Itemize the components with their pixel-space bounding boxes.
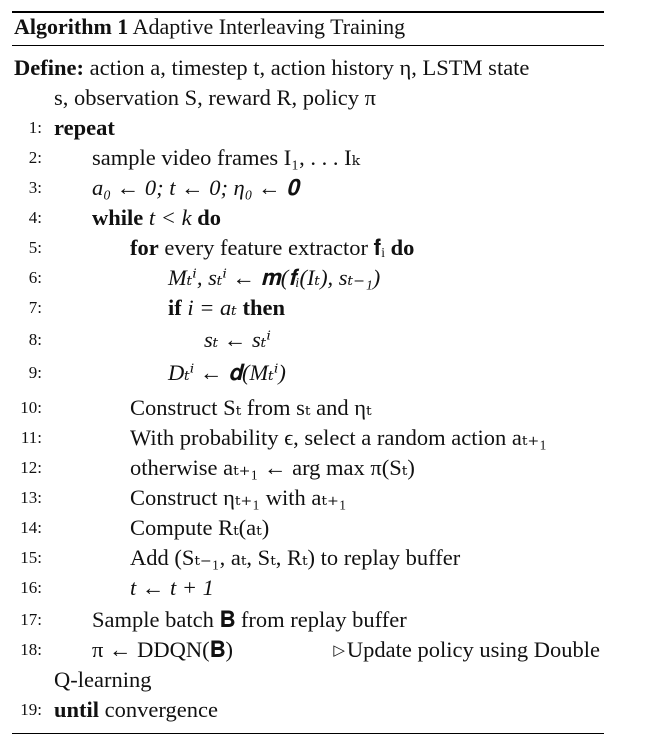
line-text: t ← t + 1 <box>130 575 214 600</box>
define-text-1: action a, timestep t, action history η, … <box>89 55 530 80</box>
top-rule <box>12 11 604 13</box>
algo-line-15: 15: Add (Sₜ₋₁, aₜ, Sₜ, Rₜ) to replay buf… <box>14 543 604 573</box>
algo-line-4: 4: while t < k do <box>14 203 604 233</box>
algo-line-9: 9: Dₜⁱ ← 𝐝(Mₜⁱ) <box>14 358 604 388</box>
line-number: 15: <box>20 548 42 567</box>
define-line-2: s, observation S, reward R, policy π <box>14 83 604 113</box>
algo-line-3: 3: a₀ ← 0; t ← 0; η₀ ← 𝟎 <box>14 173 604 203</box>
line-text: i = aₜ <box>187 295 237 320</box>
if-keyword: if <box>168 295 182 320</box>
algo-line-12: 12: otherwise aₜ₊₁ ← arg max π(Sₜ) <box>14 453 604 483</box>
algo-line-7: 7: if i = aₜ then <box>14 293 604 323</box>
line-text: every feature extractor 𝐟ᵢ <box>164 235 385 260</box>
algorithm-label: Algorithm 1 <box>14 14 129 39</box>
while-keyword: while <box>92 205 144 230</box>
line-number: 13: <box>20 488 42 507</box>
line-text: Construct ηₜ₊₁ with aₜ₊₁ <box>130 485 347 510</box>
line-number: 16: <box>20 578 42 597</box>
algo-line-17: 17: Sample batch 𝐁 from replay buffer <box>14 605 604 635</box>
line-text: Add (Sₜ₋₁, aₜ, Sₜ, Rₜ) to replay buffer <box>130 545 461 570</box>
algorithm-name: Adaptive Interleaving Training <box>132 14 406 39</box>
line-number: 6: <box>28 268 42 287</box>
do-keyword: do <box>390 235 415 260</box>
algo-line-11: 11: With probability ϵ, select a random … <box>14 423 604 453</box>
line-text: Construct Sₜ from sₜ and ηₜ <box>130 395 372 420</box>
line-text: π ← DDQN(𝐁) <box>92 637 233 662</box>
algo-line-13: 13: Construct ηₜ₊₁ with aₜ₊₁ <box>14 483 604 513</box>
line-number: 3: <box>28 178 42 197</box>
line-number: 7: <box>28 298 42 317</box>
line-text: With probability ϵ, select a random acti… <box>130 425 548 450</box>
line-text: t < k <box>148 205 192 230</box>
line-text: Compute Rₜ(aₜ) <box>130 515 270 540</box>
line-text: a₀ ← 0; t ← 0; η₀ ← 𝟎 <box>92 175 299 200</box>
define-keyword: Define: <box>14 55 84 80</box>
line-number: 5: <box>28 238 42 257</box>
line-number: 10: <box>20 398 42 417</box>
line-number: 19: <box>20 700 42 719</box>
define-text-2: s, observation S, reward R, policy π <box>54 85 376 110</box>
for-keyword: for <box>130 235 159 260</box>
line-18-comment: ▷Update policy using Double <box>333 635 600 666</box>
comment-text: Update policy using Double <box>346 637 600 662</box>
line-text: sₜ ← sₜⁱ <box>204 327 271 352</box>
line-number: 8: <box>28 330 42 349</box>
title-rule <box>12 45 604 46</box>
algo-line-8: 8: sₜ ← sₜⁱ <box>14 325 604 355</box>
line-number: 9: <box>28 363 42 382</box>
until-keyword: until <box>54 697 100 722</box>
algo-line-1: 1: repeat <box>14 113 604 143</box>
line-number: 2: <box>28 148 42 167</box>
define-line-1: Define: action a, timestep t, action his… <box>14 53 604 83</box>
line-text: Mₜⁱ, sₜⁱ ← 𝐦(𝐟ᵢ(Iₜ), sₜ₋₁) <box>168 265 381 290</box>
line-number: 17: <box>20 610 42 629</box>
algo-line-16: 16: t ← t + 1 <box>14 573 604 603</box>
line-text: Dₜⁱ ← 𝐝(Mₜⁱ) <box>168 360 286 385</box>
line-text: otherwise aₜ₊₁ ← arg max π(Sₜ) <box>130 455 415 480</box>
triangle-right-icon: ▷ <box>333 643 345 659</box>
line-number: 11: <box>20 428 42 447</box>
then-keyword: then <box>242 295 285 320</box>
algo-line-18-continuation: Q-learning <box>14 665 604 695</box>
algo-line-10: 10: Construct Sₜ from sₜ and ηₜ <box>14 393 604 423</box>
line-text: Sample batch 𝐁 from replay buffer <box>92 607 407 632</box>
algo-line-5: 5: for every feature extractor 𝐟ᵢ do <box>14 233 604 263</box>
algo-line-2: 2: sample video frames I₁, . . . Iₖ <box>14 143 604 173</box>
repeat-keyword: repeat <box>54 115 115 140</box>
line-text: convergence <box>104 697 218 722</box>
algo-line-19: 19: until convergence <box>14 695 604 725</box>
comment-continuation: Q-learning <box>54 667 152 692</box>
line-number: 1: <box>28 118 42 137</box>
line-number: 18: <box>20 640 42 659</box>
algo-line-18: 18: π ← DDQN(𝐁) ▷Update policy using Dou… <box>14 635 604 665</box>
do-keyword: do <box>197 205 221 230</box>
line-number: 4: <box>28 208 42 227</box>
line-number: 12: <box>20 458 42 477</box>
line-text: sample video frames I₁, . . . Iₖ <box>92 145 360 170</box>
algo-line-6: 6: Mₜⁱ, sₜⁱ ← 𝐦(𝐟ᵢ(Iₜ), sₜ₋₁) <box>14 263 604 293</box>
bottom-rule <box>12 733 604 734</box>
algorithm-title: Algorithm 1 Adaptive Interleaving Traini… <box>14 14 405 40</box>
line-number: 14: <box>20 518 42 537</box>
algo-line-14: 14: Compute Rₜ(aₜ) <box>14 513 604 543</box>
